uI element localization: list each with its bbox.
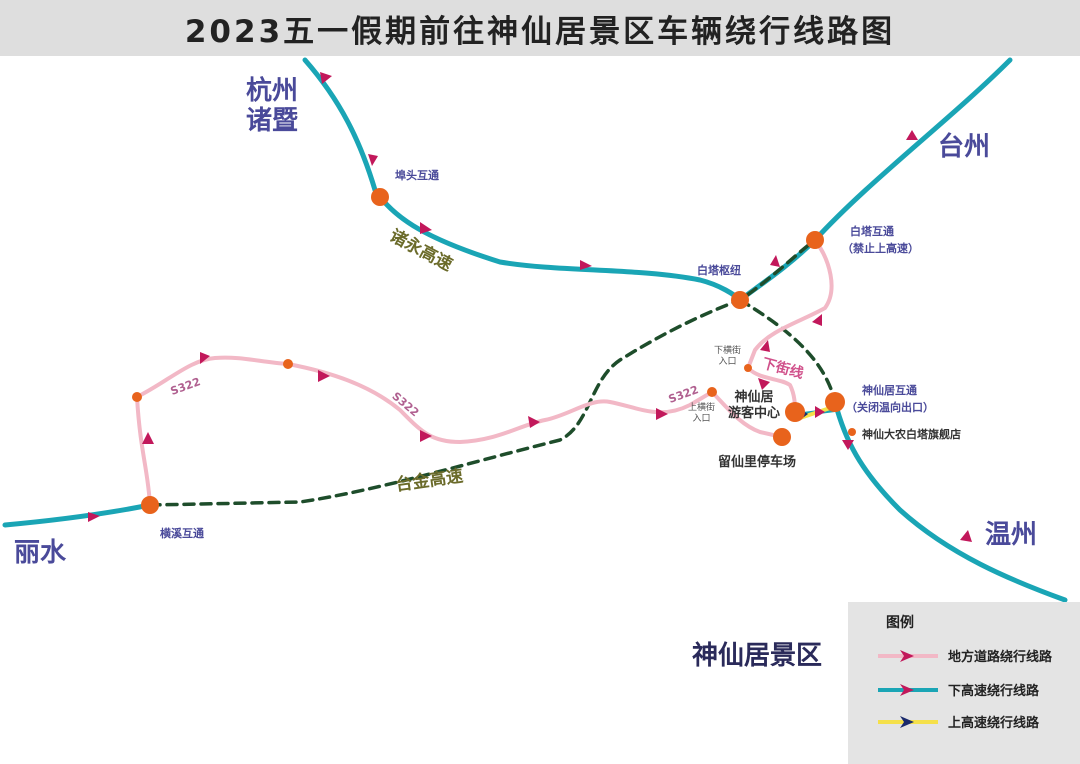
label-hangzhou: 杭州	[246, 76, 299, 106]
label-sxj-ic: 神仙居互通	[862, 384, 917, 397]
taizhou-highway	[737, 57, 1013, 303]
nodes	[132, 188, 856, 514]
xiahengjie-line1: 下横街	[714, 346, 742, 356]
legend-label-entry: 上高速绕行线路	[948, 716, 1040, 731]
xiahengjie-line2: 入口	[718, 357, 737, 367]
label-shanghengjie: 上横街入口	[688, 403, 715, 425]
label-liuxianli: 留仙里停车场	[718, 455, 797, 470]
label-butou: 埠头互通	[395, 169, 439, 182]
label-sxj-ic-note: （关闭温向出口）	[846, 401, 934, 414]
label-visitor-center: 神仙居游客中心	[728, 390, 780, 422]
label-baita-ic-note: （禁止上高速）	[842, 242, 919, 255]
wenzhou-highway	[832, 399, 1068, 603]
xiajie-road	[746, 238, 834, 414]
zhuyong-highway	[302, 57, 743, 303]
legend-local-swatch-icon	[878, 649, 938, 662]
title-bar: 2023五一假期前往神仙居景区车辆绕行线路图	[0, 0, 1080, 56]
shanghengjie-line2: 入口	[692, 414, 711, 424]
label-dannong: 神仙大农白塔旗舰店	[862, 428, 961, 441]
legend-entry-swatch-icon	[878, 715, 938, 728]
legend-title: 图例	[886, 615, 914, 631]
legend-exit-swatch-icon	[878, 683, 938, 696]
label-hengxi: 横溪互通	[160, 527, 204, 540]
label-scenic-area: 神仙居景区	[692, 641, 823, 671]
route-map	[2, 57, 1068, 603]
map-title: 2023五一假期前往神仙居景区车辆绕行线路图	[184, 13, 896, 50]
label-lishui: 丽水	[14, 538, 67, 568]
label-baita-hub: 白塔枢纽	[697, 264, 741, 277]
legend-item-entry: 上高速绕行线路	[878, 712, 1039, 731]
shanghengjie-line1: 上横街	[688, 403, 716, 413]
visitor-center-line1: 神仙居	[734, 390, 774, 405]
s322-road	[135, 355, 784, 507]
legend-label-local: 地方道路绕行线路	[948, 650, 1053, 665]
sxj-dashed-link	[738, 298, 837, 404]
legend: 图例 地方道路绕行线路 下高速绕行线路 上高速绕行线路	[848, 602, 1080, 764]
label-taizhou: 台州	[938, 132, 991, 162]
legend-item-local: 地方道路绕行线路	[878, 646, 1052, 665]
visitor-center-line2: 游客中心	[728, 406, 781, 421]
taijin-highway	[148, 238, 817, 507]
label-baita-ic: 白塔互通	[850, 225, 894, 238]
legend-label-exit: 下高速绕行线路	[948, 684, 1040, 699]
legend-item-exit: 下高速绕行线路	[878, 680, 1039, 699]
label-xiahengjie: 下横街入口	[714, 346, 741, 368]
label-wenzhou: 温州	[985, 520, 1038, 550]
direction-arrows	[88, 72, 972, 542]
lishui-highway	[2, 502, 153, 528]
label-zhuji: 诸暨	[246, 106, 299, 136]
